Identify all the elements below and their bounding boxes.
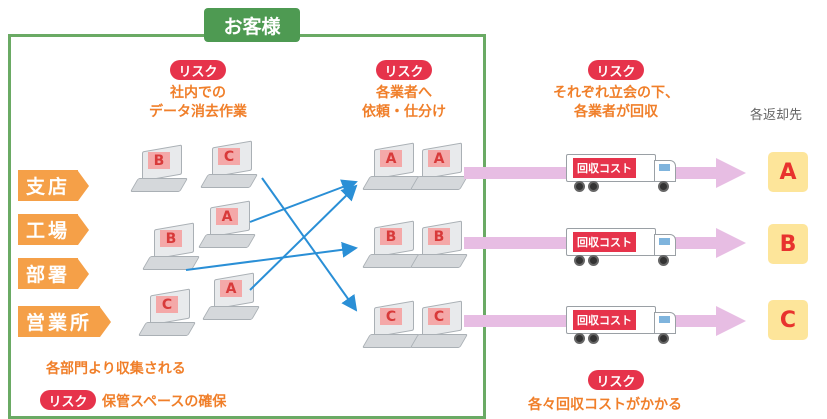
risk-badge: リスク — [376, 60, 432, 80]
risk-storage-label: 保管スペースの確保 — [102, 394, 227, 410]
pc-icon: A — [361, 142, 421, 190]
risk-collection-label: それぞれ立会の下、 各業者が回収 — [553, 85, 679, 120]
destination-b: B — [768, 224, 808, 264]
risk-badge: リスク — [588, 370, 644, 390]
department-factory: 工場 — [18, 214, 90, 245]
risk-badge: リスク — [588, 60, 644, 80]
destinations-label: 各返却先 — [750, 108, 803, 123]
risk-badge: リスク — [40, 390, 96, 410]
department-sales-office: 営業所 — [18, 306, 112, 337]
pc-icon: C — [361, 300, 421, 348]
arrow-b-to-vendor-b — [185, 241, 358, 271]
truck-icon: 回収コスト — [566, 306, 678, 348]
customer-title: お客様 — [204, 8, 300, 42]
truck-cost-label: 回収コスト — [573, 232, 636, 252]
pc-icon: C — [199, 140, 259, 188]
truck-cost-label: 回収コスト — [573, 310, 636, 330]
risk-vendor-sorting-label: 各業者へ 依頼・仕分け — [362, 85, 446, 120]
arrow-a-to-vendor-a — [249, 179, 358, 223]
risk-cost-label: 各々回収コストがかかる — [528, 397, 682, 413]
pc-icon: B — [129, 144, 189, 192]
pc-icon: B — [361, 220, 421, 268]
destination-c: C — [768, 300, 808, 340]
destination-a: A — [768, 152, 808, 192]
pc-icon: A — [201, 272, 261, 320]
truck-icon: 回収コスト — [566, 154, 678, 196]
risk-office-erasure-label: 社内での データ消去作業 — [149, 85, 247, 120]
department-division: 部署 — [18, 258, 90, 289]
pc-icon: C — [137, 288, 197, 336]
department-branch: 支店 — [18, 170, 90, 201]
risk-badge: リスク — [170, 60, 226, 80]
arrow-a-to-vendor-a-2 — [249, 184, 358, 291]
pc-icon: C — [409, 300, 469, 348]
pc-icon: A — [409, 142, 469, 190]
collected-note: 各部門より収集される — [46, 361, 186, 377]
pc-icon: B — [409, 220, 469, 268]
pc-icon: A — [197, 200, 257, 248]
truck-icon: 回収コスト — [566, 228, 678, 270]
truck-cost-label: 回収コスト — [573, 158, 636, 178]
arrow-c-to-vendor-c — [261, 177, 358, 312]
pc-icon: B — [141, 222, 201, 270]
